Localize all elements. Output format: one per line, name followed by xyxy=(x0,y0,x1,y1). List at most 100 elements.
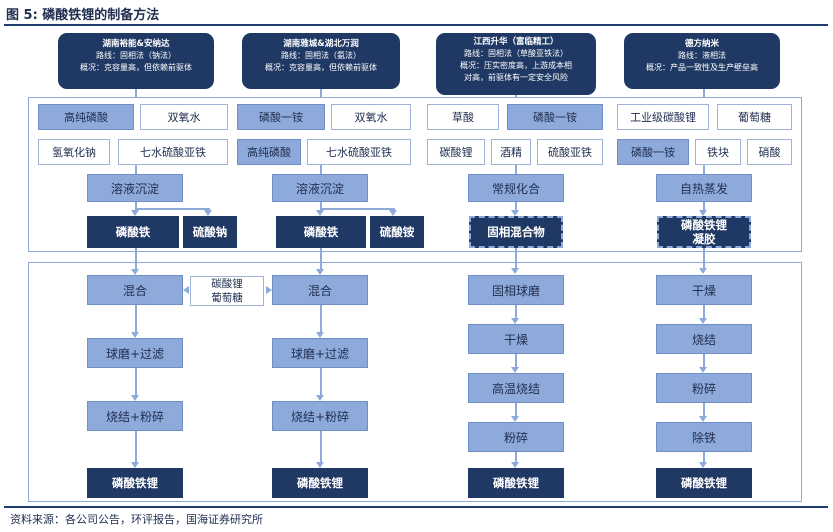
material-box: 双氧水 xyxy=(140,104,228,130)
arrow-down-icon xyxy=(131,269,139,275)
arrow-down-icon xyxy=(389,210,397,216)
header-col4-profile: 概况：产品一致性及生产壁垒高 xyxy=(646,63,758,72)
step-box: 固相球磨 xyxy=(468,275,564,305)
final-product-box: 磷酸铁锂 xyxy=(87,468,183,498)
header-col4-route: 路线：液相法 xyxy=(678,51,726,60)
connector xyxy=(515,403,517,417)
title-rule xyxy=(4,24,828,26)
material-box: 七水硫酸亚铁 xyxy=(118,139,228,165)
arrow-left-icon xyxy=(183,286,189,294)
material-box: 磷酸一铵 xyxy=(617,139,689,165)
step-box: 球磨+过滤 xyxy=(87,338,183,368)
process-box: 常规化合 xyxy=(468,174,564,202)
header-col3-company: 江西升华（富临精工） xyxy=(473,37,559,47)
product-box: 硫酸钠 xyxy=(183,216,237,248)
arrow-down-icon xyxy=(131,395,139,401)
material-box: 草酸 xyxy=(427,104,499,130)
arrow-down-icon xyxy=(316,269,324,275)
connector xyxy=(320,305,322,333)
arrow-down-icon xyxy=(131,332,139,338)
header-col4-company: 德方纳米 xyxy=(684,39,719,49)
connector xyxy=(320,202,322,209)
connector xyxy=(135,89,137,97)
material-box: 双氧水 xyxy=(331,104,411,130)
connector xyxy=(515,305,517,319)
connector xyxy=(135,262,137,270)
step-box: 干燥 xyxy=(656,275,752,305)
arrow-down-icon xyxy=(511,318,519,324)
arrow-right-icon xyxy=(266,286,272,294)
shared-input-line2: 葡萄糖 xyxy=(211,292,243,304)
step-box: 干燥 xyxy=(468,324,564,354)
header-col3: 江西升华（富临精工） 路线：固相法（草酸亚铁法） 概况：压实密度高，上游成本相 … xyxy=(436,33,596,95)
connector xyxy=(135,165,137,174)
final-product-box: 磷酸铁锂 xyxy=(656,468,752,498)
arrow-down-icon xyxy=(316,210,324,216)
header-col3-profile2: 对高，前驱体有一定安全风险 xyxy=(464,73,568,82)
shared-input-box: 碳酸锂 葡萄糖 xyxy=(190,276,264,306)
material-box: 硝酸 xyxy=(747,139,792,165)
process-box: 自热蒸发 xyxy=(656,174,752,202)
shared-input-line1: 碳酸锂 xyxy=(211,278,243,290)
step-box: 烧结+粉碎 xyxy=(87,401,183,431)
final-product-box: 磷酸铁锂 xyxy=(272,468,368,498)
connector xyxy=(703,165,705,174)
header-col2-profile: 概况：克容量高，但依赖前驱体 xyxy=(265,63,377,72)
step-box: 烧结+粉碎 xyxy=(272,401,368,431)
arrow-down-icon xyxy=(511,210,519,216)
arrow-down-icon xyxy=(699,462,707,468)
source-note: 资料来源：各公司公告，环评报告，国海证券研究所 xyxy=(10,513,263,526)
arrow-down-icon xyxy=(511,367,519,373)
arrow-down-icon xyxy=(699,367,707,373)
product-gel-label-line2: 凝胶 xyxy=(692,232,716,246)
material-box: 工业级碳酸锂 xyxy=(617,104,709,130)
connector xyxy=(515,452,517,464)
material-box: 磷酸一铵 xyxy=(237,104,325,130)
product-box: 磷酸铁锂凝胶 xyxy=(657,216,751,248)
step-box: 高温烧结 xyxy=(468,373,564,403)
arrow-down-icon xyxy=(511,462,519,468)
header-col3-profile: 概况：压实密度高，上游成本相 xyxy=(460,61,572,70)
material-box: 高纯磷酸 xyxy=(38,104,134,130)
connector xyxy=(703,248,705,268)
connector xyxy=(135,208,209,210)
connector xyxy=(320,248,322,262)
product-gel-label-line1: 磷酸铁锂 xyxy=(681,218,727,232)
product-box: 磷酸铁 xyxy=(276,216,366,248)
step-box: 球磨+过滤 xyxy=(272,338,368,368)
header-col1: 湖南裕能&安纳达 路线：固相法（钠法） 概况：克容量高，但依赖前驱体 xyxy=(58,33,214,89)
footer-rule xyxy=(4,506,828,508)
arrow-down-icon xyxy=(131,462,139,468)
connector xyxy=(320,208,394,210)
arrow-down-icon xyxy=(316,395,324,401)
connector xyxy=(515,354,517,368)
step-box: 除铁 xyxy=(656,422,752,452)
arrow-down-icon xyxy=(699,210,707,216)
material-box: 硫酸亚铁 xyxy=(537,139,603,165)
arrow-down-icon xyxy=(699,268,707,274)
header-col4: 德方纳米 路线：液相法 概况：产品一致性及生产壁垒高 xyxy=(624,33,780,89)
product-gel-label: 磷酸铁锂凝胶 xyxy=(681,218,727,246)
connector xyxy=(135,368,137,396)
header-col2: 湖南雅城&湖北万润 路线：固相法（氨法） 概况：克容量高，但依赖前驱体 xyxy=(242,33,400,89)
arrow-down-icon xyxy=(511,268,519,274)
product-box: 磷酸铁 xyxy=(87,216,179,248)
material-box: 铁块 xyxy=(695,139,741,165)
arrow-down-icon xyxy=(699,416,707,422)
arrow-down-icon xyxy=(131,210,139,216)
header-col1-company: 湖南裕能&安纳达 xyxy=(102,39,170,49)
connector xyxy=(703,305,705,319)
connector xyxy=(320,262,322,270)
connector xyxy=(135,248,137,262)
connector xyxy=(135,202,137,209)
connector xyxy=(703,452,705,464)
material-box: 氢氧化钠 xyxy=(38,139,110,165)
connector xyxy=(135,305,137,333)
material-box: 碳酸锂 xyxy=(427,139,485,165)
step-box: 粉碎 xyxy=(468,422,564,452)
header-col1-route: 路线：固相法（钠法） xyxy=(96,51,176,60)
connector xyxy=(515,202,517,210)
step-box: 烧结 xyxy=(656,324,752,354)
connector xyxy=(703,202,705,210)
header-col2-route: 路线：固相法（氨法） xyxy=(281,51,361,60)
